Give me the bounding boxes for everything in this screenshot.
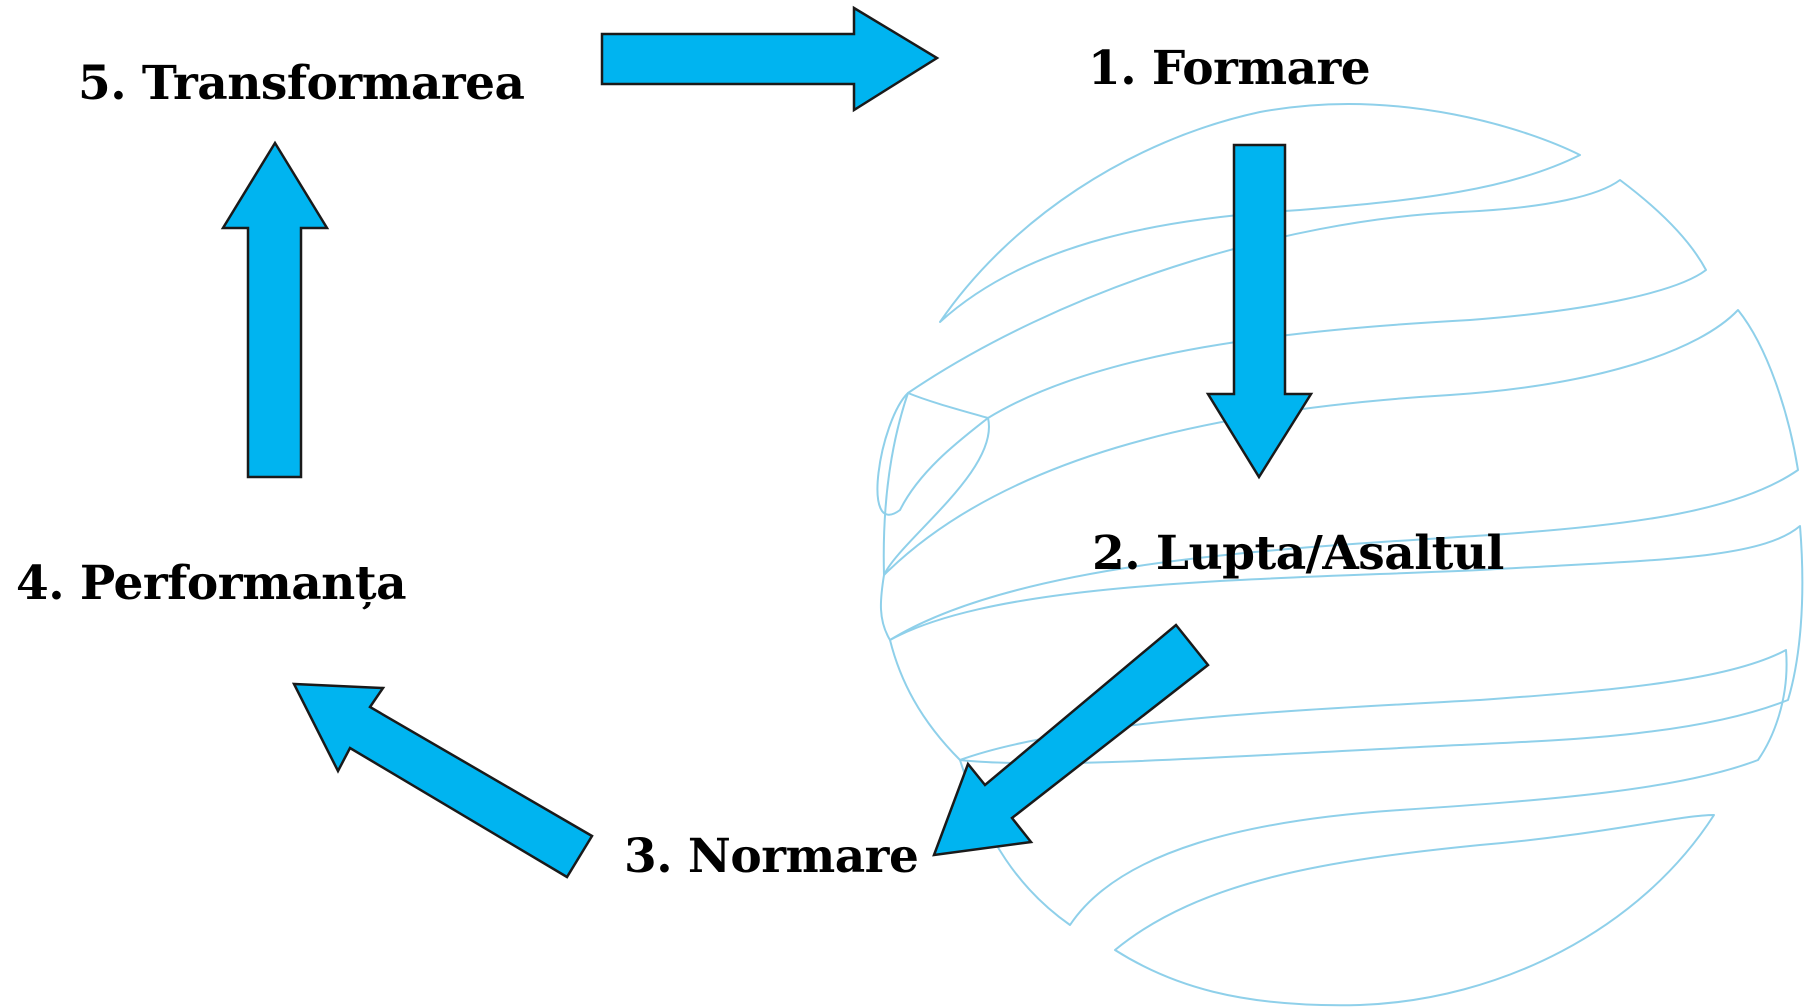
stage-label-performanta: 4. Performanța [16,556,407,611]
stage-label-lupta-asaltul: 2. Lupta/Asaltul [1092,526,1504,581]
arrow-up-icon [220,140,330,479]
globe-stripe-7 [1114,814,1715,1007]
stage-label-transformarea: 5. Transformarea [78,56,525,111]
arrow-right-icon [600,5,940,113]
globe-stripe-4 [879,309,1799,641]
stage-label-formare: 1. Formare [1088,41,1371,96]
arrow-down-icon [1205,143,1314,480]
cycle-arrows [220,5,1314,879]
globe-stripe-6 [959,649,1788,926]
arrow-down-left-icon [932,623,1210,857]
stage-label-normare: 3. Normare [624,829,919,884]
arrow-up-left-icon [291,682,594,879]
globe-stripe-1 [939,103,1581,323]
globe-stripe-2 [876,179,1707,516]
globe-stripe-3 [882,392,990,576]
